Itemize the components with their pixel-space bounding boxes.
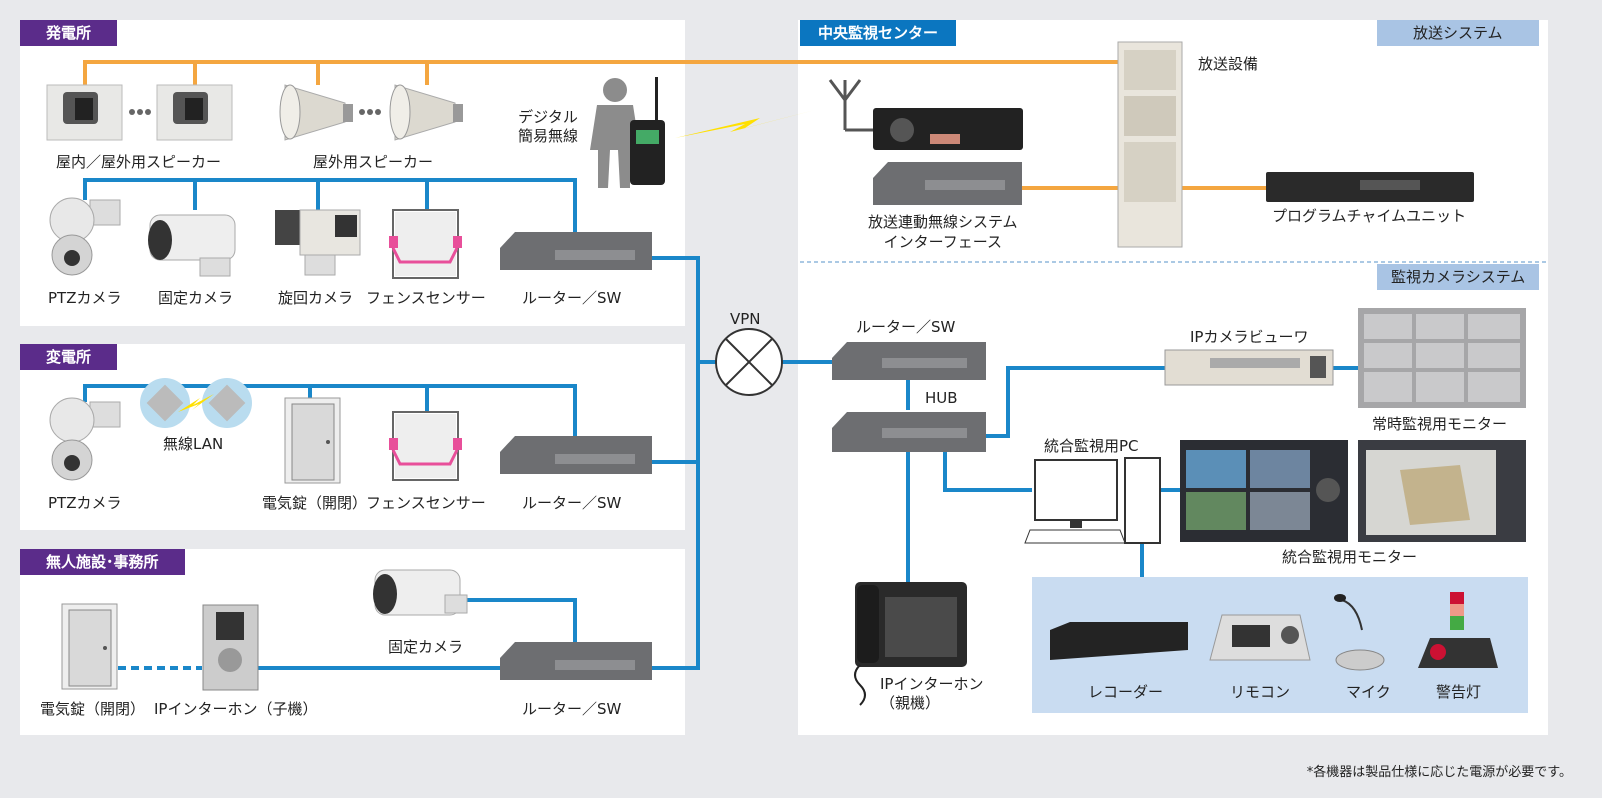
power-plant-panel — [20, 20, 685, 326]
router-center-label: ルーター／SW — [856, 318, 956, 336]
pc-icon — [1024, 457, 1161, 544]
indoor-speaker-label: 屋内／屋外用スピーカー — [56, 153, 222, 171]
hub-label: HUB — [925, 389, 958, 407]
ptz-camera-icon — [49, 197, 121, 276]
worker-icon — [590, 78, 640, 188]
wireless-bolt — [675, 110, 815, 138]
fence-sensor-label: フェンスセンサー — [366, 289, 486, 307]
broadcast-wiring — [83, 60, 1266, 190]
router-icon — [500, 232, 652, 270]
horn-speaker-icon — [389, 84, 463, 141]
camera-system-header: 監視カメラシステム — [1377, 264, 1540, 290]
ip-intercom-parent-label: IPインターホン （親機） — [880, 675, 984, 712]
fence-sensor-icon — [389, 209, 462, 279]
remote-label: リモコン — [1230, 683, 1291, 701]
electric-lock-label: 電気錠（開閉） — [40, 700, 146, 718]
wireless-lan-label: 無線LAN — [163, 435, 224, 453]
remote-icon — [1209, 614, 1311, 661]
ptz-camera-icon — [49, 397, 121, 481]
router-label: ルーター／SW — [522, 700, 622, 718]
fixed-camera-icon — [373, 569, 468, 616]
integrated-monitor-icon — [1180, 440, 1526, 542]
horn-speaker-icon — [279, 84, 353, 141]
broadcast-equipment-label: 放送設備 — [1198, 55, 1259, 73]
fixed-camera-label: 固定カメラ — [158, 289, 234, 307]
fence-sensor-label: フェンスセンサー — [366, 494, 486, 512]
speaker-box-icon — [156, 84, 233, 141]
broadcast-rack-icon — [1117, 41, 1183, 248]
ip-intercom-child-label: IPインターホン（子機） — [154, 700, 318, 718]
router-icon — [500, 642, 652, 680]
ip-camera-viewer-icon — [1164, 349, 1334, 386]
mic-label: マイク — [1346, 683, 1391, 701]
rotating-camera-label: 旋回カメラ — [278, 289, 354, 307]
electric-lock-label: 電気錠（開閉） — [262, 494, 368, 512]
outdoor-speaker-label: 屋外用スピーカー — [313, 153, 434, 171]
ip-intercom-parent-icon — [854, 582, 967, 706]
warning-light-label: 警告灯 — [1436, 683, 1482, 701]
substation-header: 変電所 — [20, 344, 118, 370]
recorder-label: レコーダー — [1088, 683, 1164, 701]
antenna-icon — [828, 79, 880, 132]
constant-monitor-icon — [1358, 308, 1526, 408]
fixed-camera-label: 固定カメラ — [388, 638, 464, 656]
power-plant-header: 発電所 — [20, 20, 118, 46]
hub-icon — [832, 412, 986, 452]
router-icon — [832, 342, 986, 380]
radio-unit-icon — [873, 108, 1023, 150]
router-icon — [500, 436, 652, 474]
broadcast-system-header: 放送システム — [1377, 20, 1539, 46]
vpn-label: VPN — [730, 310, 761, 328]
radio-interface-label: 放送連動無線システム インターフェース — [868, 213, 1018, 251]
fence-sensor-icon — [389, 411, 462, 481]
door-icon — [61, 603, 118, 690]
digital-radio-icon — [630, 77, 665, 185]
central-header: 中央監視センター — [800, 20, 957, 46]
integrated-monitor-label: 統合監視用モニター — [1282, 548, 1418, 566]
unmanned-facility-header: 無人施設･事務所 — [20, 549, 185, 575]
ptz-camera-label: PTZカメラ — [48, 494, 122, 512]
digital-radio-label: デジタル 簡易無線 — [518, 108, 579, 145]
intercom-child-icon — [202, 604, 259, 691]
recorder-icon — [1050, 622, 1188, 660]
constant-monitor-label: 常時監視用モニター — [1372, 415, 1508, 433]
mic-icon — [1334, 594, 1385, 671]
ip-camera-viewer-label: IPカメラビューワ — [1190, 328, 1309, 346]
speaker-box-icon — [46, 84, 123, 141]
chime-unit-label: プログラムチャイムユニット — [1272, 207, 1467, 225]
footnote: *各機器は製品仕様に応じた電源が必要です。 — [1306, 765, 1572, 780]
wireless-lan-icon — [140, 378, 252, 428]
warning-light-icon — [1418, 592, 1498, 668]
door-icon — [284, 397, 341, 484]
fixed-camera-icon — [148, 214, 236, 277]
interface-box-icon — [873, 162, 1022, 205]
chime-unit-icon — [1266, 172, 1474, 202]
vpn-icon — [715, 328, 783, 396]
network-wiring — [83, 178, 1358, 670]
ptz-camera-label: PTZカメラ — [48, 289, 122, 307]
integrated-pc-label: 統合監視用PC — [1044, 437, 1139, 455]
rotating-camera-icon — [275, 209, 361, 276]
router-label: ルーター／SW — [522, 289, 622, 307]
router-label: ルーター／SW — [522, 494, 622, 512]
